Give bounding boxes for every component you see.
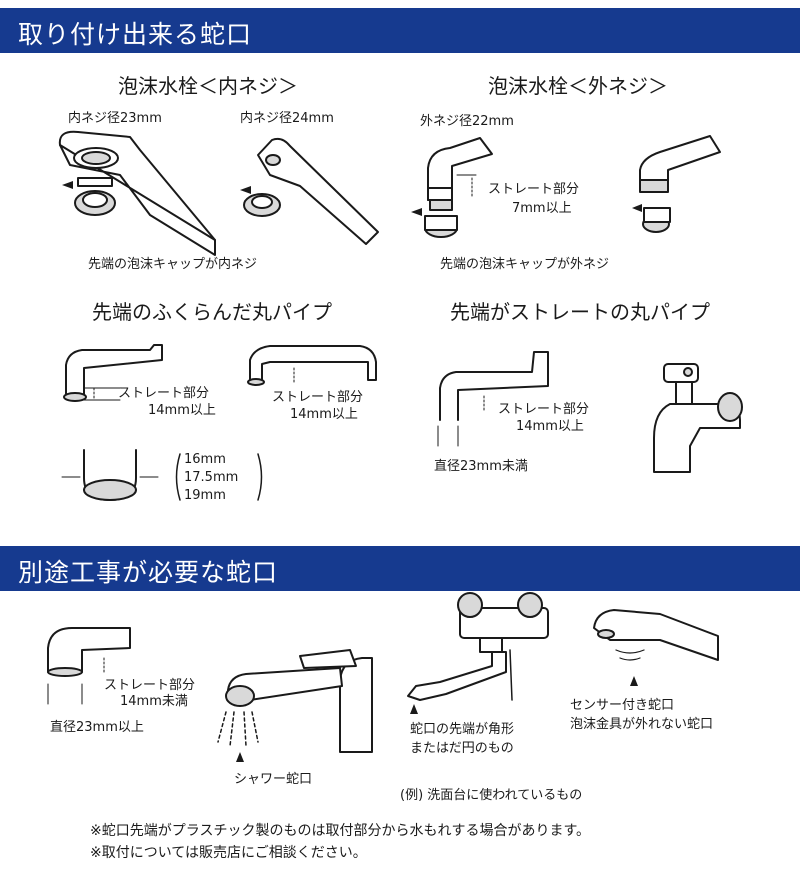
section1-title: 取り付け出来る蛇口 xyxy=(18,20,253,49)
straight-pipe-straight-label: ストレート部分 xyxy=(498,402,590,417)
pipe-diameter-diagram xyxy=(61,449,263,501)
sensor-faucet-illustration xyxy=(593,609,719,686)
straight-pipe-illustration xyxy=(437,351,549,447)
inner-24-label: 内ネジ径24mm xyxy=(240,111,334,126)
diameter-17-5mm: 17.5mm xyxy=(184,470,239,485)
bulged-right-straight-label: ストレート部分 xyxy=(272,390,364,405)
washbasin-example-note: (例) 洗面台に使われているもの xyxy=(400,788,583,803)
outer-thread-22-faucet-illustration xyxy=(411,137,493,238)
shower-faucet-illustration xyxy=(217,649,373,762)
straight-pipe-14mm: 14mm以上 xyxy=(516,419,584,434)
bulged-pipe-left-illustration xyxy=(63,344,163,402)
sensor-line1: センサー付き蛇口 xyxy=(570,698,675,713)
angular-spout-line1: 蛇口の先端が角形 xyxy=(410,722,515,737)
s2-straight-label: ストレート部分 xyxy=(104,678,196,693)
section2-header-band: 別途工事が必要な蛇口 xyxy=(0,546,800,591)
inner-thread-heading: 泡沫水栓＜内ネジ＞ xyxy=(118,74,298,98)
wall-faucet-illustration xyxy=(653,363,743,473)
outer-thread-faucet-illustration xyxy=(632,135,721,233)
outer-straight-7mm: 7mm以上 xyxy=(512,201,572,216)
s2-straight-under-14: 14mm未満 xyxy=(120,694,188,709)
bulged-left-straight-label: ストレート部分 xyxy=(118,386,210,401)
s2-diameter-over-23: 直径23mm以上 xyxy=(50,720,144,735)
inner-thread-24-faucet-illustration xyxy=(240,137,379,245)
inner-thread-23-faucet-illustration xyxy=(58,130,216,256)
bulged-pipe-heading: 先端のふくらんだ丸パイプ xyxy=(92,300,332,324)
note-plastic-tip: ※蛇口先端がプラスチック製のものは取付部分から水もれする場合があります。 xyxy=(90,823,591,839)
diameter-under-23: 直径23mm未満 xyxy=(434,459,528,474)
section1-header-band: 取り付け出来る蛇口 xyxy=(0,8,800,53)
outer-straight-label: ストレート部分 xyxy=(488,182,580,197)
shower-faucet-label: シャワー蛇口 xyxy=(234,772,313,787)
outer-thread-heading: 泡沫水栓＜外ネジ＞ xyxy=(488,74,668,98)
large-pipe-illustration xyxy=(47,627,131,705)
section2-title: 別途工事が必要な蛇口 xyxy=(18,558,279,587)
outer-caption: 先端の泡沫キャップが外ネジ xyxy=(440,257,610,272)
diameter-16mm: 16mm xyxy=(184,452,226,467)
two-handle-faucet-illustration xyxy=(407,592,549,714)
outer-22-label: 外ネジ径22mm xyxy=(420,114,514,129)
diameter-19mm: 19mm xyxy=(184,488,226,503)
bulged-left-14mm: 14mm以上 xyxy=(148,403,216,418)
bulged-pipe-right-illustration xyxy=(247,345,377,386)
sensor-line2: 泡沫金具が外れない蛇口 xyxy=(570,717,714,732)
bulged-right-14mm: 14mm以上 xyxy=(290,407,358,422)
straight-pipe-heading: 先端がストレートの丸パイプ xyxy=(450,300,710,324)
angular-spout-line2: またはだ円のもの xyxy=(410,741,514,756)
inner-23-label: 内ネジ径23mm xyxy=(68,111,162,126)
inner-caption: 先端の泡沫キャップが内ネジ xyxy=(88,257,258,272)
note-consult-store: ※取付については販売店にご相談ください。 xyxy=(90,845,367,861)
